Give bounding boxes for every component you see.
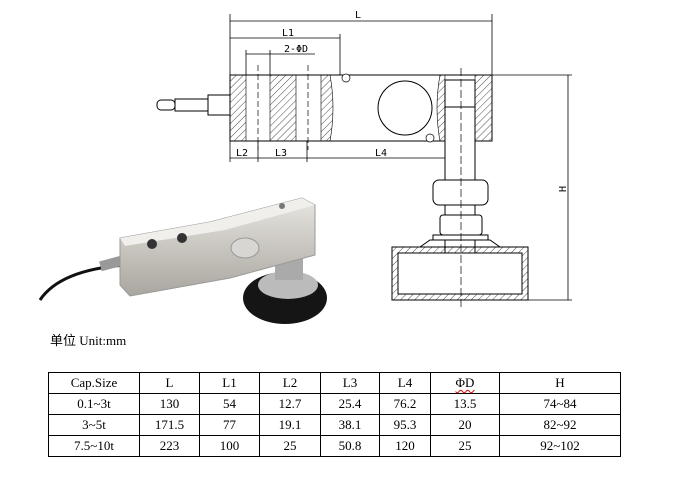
cell: 0.1~3t: [48, 393, 140, 415]
dimension-lines: [229, 14, 572, 301]
header-phiD: ΦD: [430, 372, 500, 394]
load-cell-body-section: [156, 65, 529, 308]
header-L: L: [139, 372, 200, 394]
unit-label: 单位 Unit:mm: [50, 333, 127, 348]
dimension-labels: L L1 2-ΦD L2 L3 L4 H: [236, 10, 569, 192]
cell: 82~92: [499, 414, 621, 436]
header-L3: L3: [320, 372, 380, 394]
cell: 77: [199, 414, 260, 436]
cell: 13.5: [430, 393, 500, 415]
cell: 25: [259, 435, 321, 457]
load-cell-photo: [38, 197, 327, 324]
cell: 76.2: [379, 393, 431, 415]
cell: 74~84: [499, 393, 621, 415]
cell: 7.5~10t: [48, 435, 140, 457]
cell: 25.4: [320, 393, 380, 415]
cell: 54: [199, 393, 260, 415]
cell: 38.1: [320, 414, 380, 436]
cell: 223: [139, 435, 200, 457]
label-phiD: 2-ΦD: [284, 44, 308, 55]
cell: 100: [199, 435, 260, 457]
header-L2: L2: [259, 372, 321, 394]
cell: 20: [430, 414, 500, 436]
label-H: H: [558, 186, 569, 192]
cell: 171.5: [139, 414, 200, 436]
header-phiD-text: ΦD: [455, 375, 475, 390]
cell: 19.1: [259, 414, 321, 436]
cell: 3~5t: [48, 414, 140, 436]
cell: 25: [430, 435, 500, 457]
label-L1: L1: [282, 28, 294, 39]
label-L3: L3: [275, 148, 287, 159]
label-L: L: [355, 10, 361, 21]
cell: 50.8: [320, 435, 380, 457]
cell: 95.3: [379, 414, 431, 436]
header-H: H: [499, 372, 621, 394]
header-cap-size: Cap.Size: [48, 372, 140, 394]
cell: 92~102: [499, 435, 621, 457]
cell: 130: [139, 393, 200, 415]
cell: 12.7: [259, 393, 321, 415]
label-L4: L4: [375, 148, 387, 159]
header-L1: L1: [199, 372, 260, 394]
cell: 120: [379, 435, 431, 457]
header-L4: L4: [379, 372, 431, 394]
load-cell-dimension-drawing: L L1 2-ΦD L2 L3 L4 H: [38, 10, 572, 324]
table-header-row: Cap.Size L L1 L2 L3 L4 ΦD H: [48, 372, 621, 394]
label-L2: L2: [236, 148, 248, 159]
